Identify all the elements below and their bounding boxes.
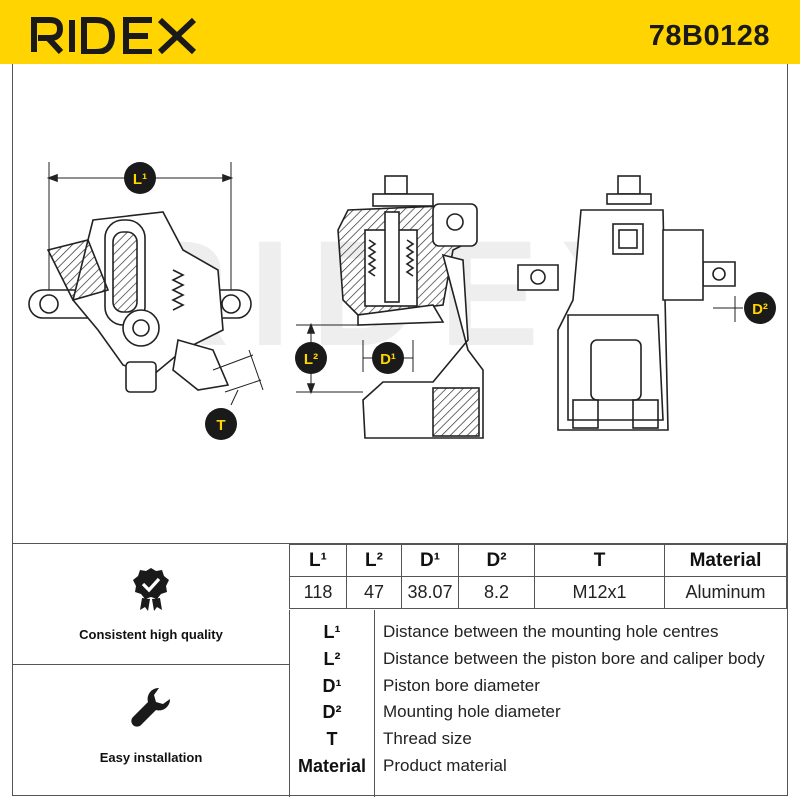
dimension-badge-d2: D²: [744, 292, 776, 324]
spec-value-l1: 118: [289, 576, 347, 609]
dimension-legend: L¹ Distance between the mounting hole ce…: [289, 610, 787, 797]
legend-desc: Piston bore diameter: [383, 676, 540, 695]
legend-desc: Thread size: [383, 729, 472, 748]
feature-installation-label: Easy installation: [99, 750, 203, 765]
quality-badge-icon: [133, 568, 169, 611]
spec-value-material: Aluminum: [664, 576, 787, 609]
caliper-side-view: [28, 162, 264, 406]
spec-header-t: T: [534, 544, 665, 577]
feature-quality-label: Consistent high quality: [79, 627, 223, 642]
legend-item: T Thread size: [290, 726, 788, 752]
legend-item: L² Distance between the piston bore and …: [290, 646, 788, 672]
spec-header-l2: L²: [346, 544, 402, 577]
dimension-label-d1: D¹: [380, 351, 396, 368]
legend-key: D¹: [322, 676, 342, 696]
legend-item: L¹ Distance between the mounting hole ce…: [290, 619, 788, 645]
spec-header-row: L¹ L² D¹ D² T Material: [289, 544, 787, 577]
legend-item: D² Mounting hole diameter: [290, 699, 788, 725]
brand-header: 78B0128: [0, 0, 800, 64]
feature-installation: Easy installation: [13, 665, 289, 797]
spec-header-material: Material: [664, 544, 787, 577]
legend-key: L²: [323, 649, 341, 669]
spec-value-l2: 47: [346, 576, 402, 609]
legend-desc: Distance between the piston bore and cal…: [383, 649, 765, 668]
spec-value-d2: 8.2: [458, 576, 535, 609]
caliper-section-view: [296, 175, 484, 439]
dimension-label-l1: L¹: [133, 171, 147, 188]
spec-table: L¹ L² D¹ D² T Material 118 47 38.07 8.2 …: [289, 544, 787, 609]
spec-header-d1: D¹: [401, 544, 459, 577]
spec-header-l1: L¹: [289, 544, 347, 577]
spec-value-t: M12x1: [534, 576, 665, 609]
legend-key: Material: [297, 756, 367, 776]
content-frame: [12, 64, 788, 796]
dimension-badge-l1: L¹: [124, 162, 156, 194]
wrench-icon: [131, 687, 171, 727]
part-number: 78B0128: [648, 20, 770, 52]
legend-desc: Distance between the mounting hole centr…: [383, 622, 719, 641]
legend-desc: Product material: [383, 756, 507, 775]
dimension-badge-d1: D¹: [372, 342, 404, 374]
spec-value-row: 118 47 38.07 8.2 M12x1 Aluminum: [289, 576, 787, 609]
spec-header-d2: D²: [458, 544, 535, 577]
spec-value-d1: 38.07: [401, 576, 459, 609]
caliper-technical-drawing: RIDEX: [28, 162, 776, 440]
legend-desc: Mounting hole diameter: [383, 702, 561, 721]
dimension-badge-t: T: [205, 408, 237, 440]
legend-divider: [374, 610, 375, 797]
dimension-label-l2: L²: [304, 351, 318, 368]
product-info-section: Consistent high quality Easy installatio…: [13, 543, 787, 797]
ridex-logo: [31, 17, 197, 54]
feature-quality: Consistent high quality: [13, 544, 289, 665]
legend-key: D²: [322, 702, 342, 722]
legend-key: L¹: [323, 622, 341, 642]
legend-item: Material Product material: [290, 753, 788, 779]
legend-item: D¹ Piston bore diameter: [290, 673, 788, 699]
dimension-badge-l2: L²: [295, 342, 327, 374]
dimension-label-t: T: [216, 417, 225, 434]
dimension-label-d2: D²: [752, 301, 768, 318]
legend-key: T: [326, 729, 338, 749]
caliper-rear-view: [517, 175, 743, 431]
